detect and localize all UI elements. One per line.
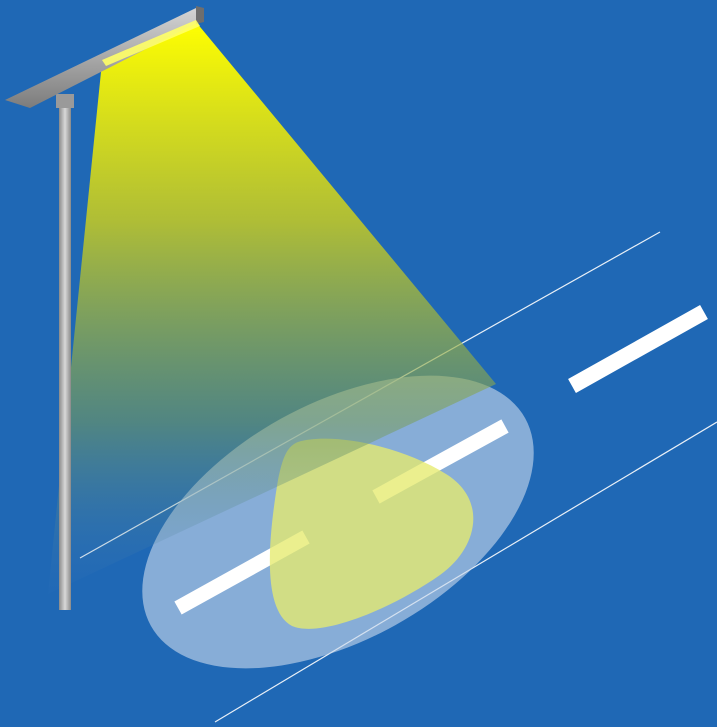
lamp-pole <box>59 100 71 610</box>
lamp-head <box>196 6 204 24</box>
pole-joint <box>56 94 74 108</box>
